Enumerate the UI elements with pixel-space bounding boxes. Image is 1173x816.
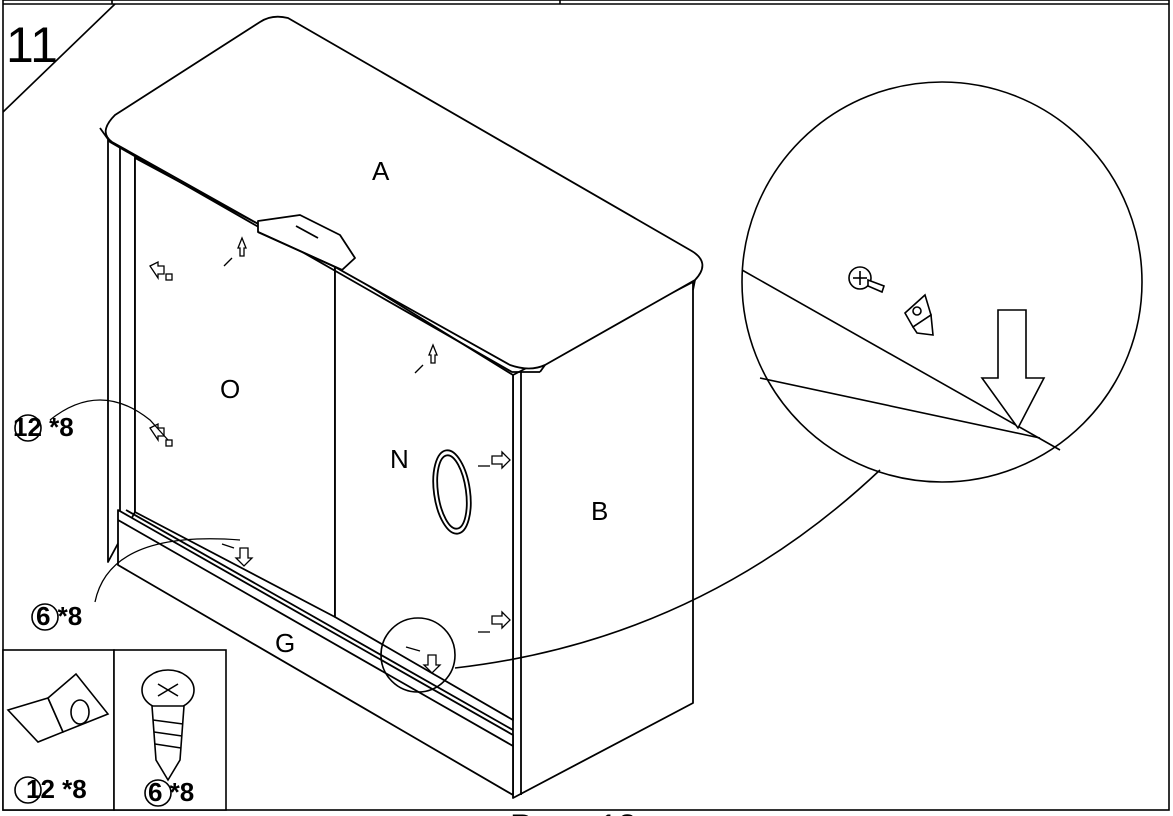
callout-screws: 6 *8 (31, 538, 241, 631)
step-number: 11 (6, 17, 58, 73)
bracket-marker (478, 610, 511, 633)
left-side-panel (107, 139, 136, 563)
parts-box: 12 *8 6 *8 (2, 649, 227, 811)
bracket-marker (149, 260, 173, 281)
parts-bracket-qty: 12 *8 (26, 774, 87, 804)
down-arrow-detail (980, 309, 1046, 430)
detail-magnifier (380, 81, 1143, 693)
label-panel-n: N (390, 444, 409, 474)
screw-marker (405, 646, 442, 674)
bracket-marker (149, 422, 173, 447)
parts-screw-qty: 6 *8 (148, 777, 194, 807)
fitting-marks (149, 236, 511, 674)
bracket-detail (903, 293, 934, 336)
screw-icon (141, 669, 195, 782)
callout-brackets: 12 *8 (13, 399, 169, 442)
page-label: Page 12 (510, 808, 637, 816)
label-panel-o: O (220, 374, 240, 404)
bracket-marker (478, 450, 511, 470)
label-panel-a: A (372, 156, 390, 186)
cabinet (99, 15, 704, 799)
bracket-marker (414, 343, 438, 374)
corner-bracket-icon (6, 672, 110, 743)
callout-screw-qty: 6 *8 (36, 601, 82, 631)
step-corner: 11 (2, 3, 116, 113)
bracket-marker (223, 236, 247, 267)
label-panel-b: B (591, 496, 608, 526)
screw-detail (848, 266, 886, 294)
callout-bracket-qty: 12 *8 (13, 412, 74, 442)
screw-marker (221, 543, 254, 567)
label-panel-g: G (275, 628, 295, 658)
